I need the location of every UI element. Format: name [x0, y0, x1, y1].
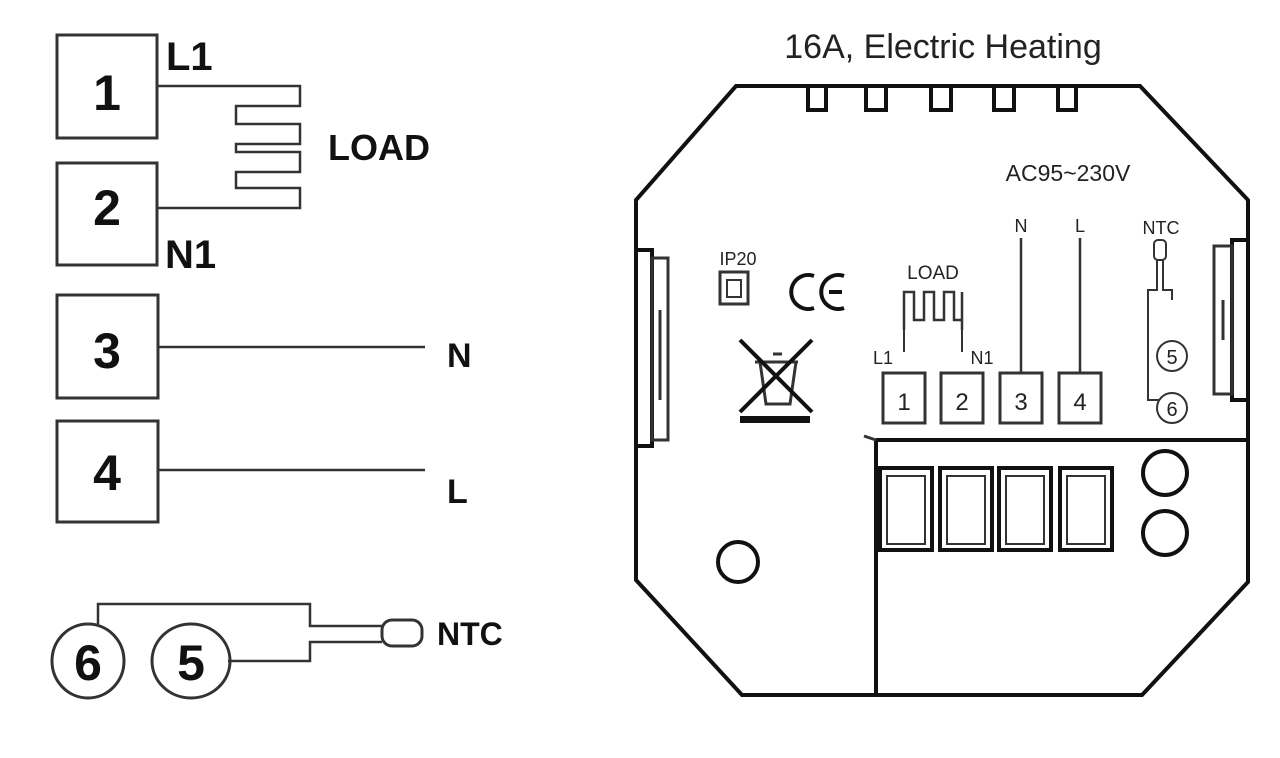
ntc-sensor: 6 5 NTC — [50, 602, 503, 700]
ntc-label: NTC — [437, 616, 503, 652]
terminal-box-2 — [55, 161, 159, 267]
terminal-number-4: 4 — [93, 445, 121, 501]
sensor-terminal-6 — [50, 622, 126, 700]
device-load-label: LOAD — [907, 263, 959, 284]
load-label: LOAD — [328, 127, 430, 168]
terminal-label-n1: N1 — [165, 233, 216, 277]
device-terminal-3 — [998, 371, 1044, 425]
top-clips — [806, 88, 1078, 112]
wire-label-n-device: N — [1015, 216, 1028, 236]
ntc-probe-icon — [380, 618, 424, 648]
right-side-bracket — [1212, 238, 1248, 402]
terminal-number-2: 2 — [93, 180, 121, 236]
device-sensor-terminal-5 — [1156, 340, 1188, 372]
device-terminal-3-label: 3 — [1014, 389, 1027, 416]
mounting-hole — [716, 540, 760, 584]
device-terminal-2 — [939, 371, 985, 425]
ip20-label: IP20 — [719, 249, 756, 269]
sensor-terminal-6-label: 6 — [74, 635, 102, 691]
device-sensor-terminal-6 — [1156, 392, 1188, 424]
ntc-label-device: NTC — [1143, 218, 1180, 238]
device-sensor-terminal-5-label: 5 — [1166, 347, 1177, 369]
sensor-screw-holes — [1141, 449, 1189, 557]
right-device-backplate: 16A, Electric Heating AC95~230V IP20 — [634, 28, 1250, 697]
device-terminal-4 — [1057, 371, 1103, 425]
device-terminal-2-label: 2 — [955, 389, 968, 416]
terminal-label-l1: L1 — [166, 35, 213, 79]
left-side-bracket — [636, 248, 670, 448]
device-terminal-1 — [881, 371, 927, 425]
screw-terminal-slots — [878, 466, 1114, 552]
terminal-box-4 — [55, 419, 160, 524]
device-load-element — [902, 290, 964, 330]
wire-label-l1-device: L1 — [873, 348, 893, 368]
voltage-label: AC95~230V — [1006, 160, 1131, 186]
device-title: 16A, Electric Heating — [784, 28, 1102, 66]
terminal-number-3: 3 — [93, 323, 121, 379]
ip20-square-icon — [718, 270, 750, 306]
device-terminal-1-label: 1 — [897, 389, 910, 416]
wire-label-n: N — [447, 337, 472, 375]
device-terminals: 1 2 3 4 — [881, 371, 1103, 425]
wire-label-l-device: L — [1075, 216, 1085, 236]
terminal-number-1: 1 — [93, 65, 121, 121]
ce-mark-icon — [789, 273, 845, 311]
wire-label-n1-device: N1 — [970, 348, 993, 368]
sensor-terminal-5-label: 5 — [177, 635, 205, 691]
left-wiring-diagram: 1 L1 2 N1 LOAD 3 N 4 L 6 5 NTC — [50, 33, 503, 700]
wire-label-l: L — [447, 473, 468, 511]
weee-crossed-bin-icon — [738, 338, 814, 423]
load-heating-element — [157, 84, 302, 210]
device-terminal-4-label: 4 — [1073, 389, 1086, 416]
device-outline — [634, 84, 1250, 697]
device-sensor-terminal-6-label: 6 — [1166, 399, 1177, 421]
